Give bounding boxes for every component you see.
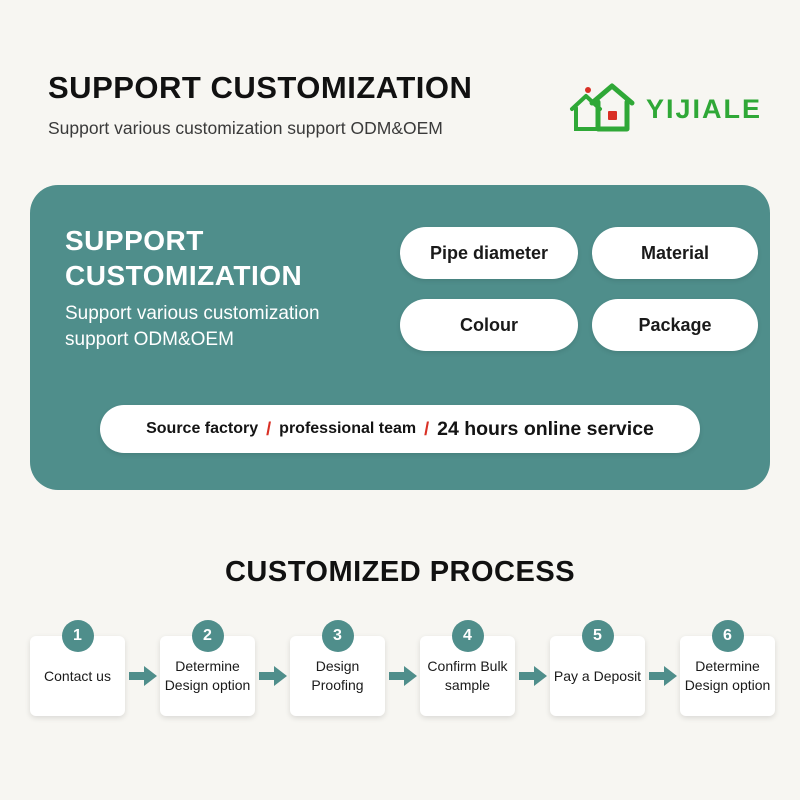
brand-name: YIJIALE	[646, 93, 763, 124]
process-step-1: 1 Contact us	[30, 620, 125, 720]
card-subtitle-line2: support ODM&OEM	[65, 328, 234, 350]
step-label: Design Proofing	[311, 658, 364, 693]
banner-separator-1: /	[266, 418, 272, 439]
card-subtitle-line1: Support various customization	[65, 303, 320, 324]
arrow-right-icon	[128, 665, 157, 720]
page-title: SUPPORT CUSTOMIZATION	[48, 70, 473, 105]
step-label: Determine Design option	[164, 658, 251, 693]
feature-pill-package: Package	[592, 299, 758, 351]
step-number-badge: 3	[321, 620, 354, 652]
banner-separator-2: /	[424, 418, 430, 439]
step-label: Confirm Bulk sample	[427, 658, 508, 693]
process-step-2: 2 Determine Design option	[160, 620, 255, 720]
step-label: Pay a Deposit	[553, 667, 642, 684]
process-title: CUSTOMIZED PROCESS	[224, 556, 576, 588]
arrow-right-icon	[388, 665, 417, 720]
feature-card: SUPPORT CUSTOMIZATION Support various cu…	[30, 185, 770, 490]
brand-logo: YIJIALE	[566, 76, 760, 142]
banner-source-factory: Source factory	[146, 420, 259, 437]
page-subtitle: Support various customization support OD…	[48, 118, 443, 138]
banner-online-service: 24 hours online service	[437, 417, 654, 440]
feature-pill-material: Material	[592, 227, 758, 279]
step-number-badge: 5	[581, 620, 614, 652]
card-title-line1: SUPPORT	[65, 225, 204, 256]
step-label: Determine Design option	[684, 658, 771, 693]
process-flow: 1 Contact us 2 Determine Design option 3…	[30, 620, 775, 720]
process-step-4: 4 Confirm Bulk sample	[420, 620, 515, 720]
card-title: SUPPORT CUSTOMIZATION	[65, 223, 302, 293]
feature-pill-colour: Colour	[400, 299, 578, 351]
arrow-right-icon	[648, 665, 677, 720]
step-number-badge: 4	[451, 620, 484, 652]
house-icon	[566, 77, 644, 142]
arrow-right-icon	[518, 665, 547, 720]
step-number-badge: 1	[61, 620, 94, 652]
process-step-3: 3 Design Proofing	[290, 620, 385, 720]
step-label: Contact us	[44, 667, 111, 684]
arrow-right-icon	[258, 665, 287, 720]
card-title-line2: CUSTOMIZATION	[65, 260, 303, 291]
process-step-6: 6 Determine Design option	[680, 620, 775, 720]
banner-professional-team: professional team	[279, 420, 417, 437]
process-step-5: 5 Pay a Deposit	[550, 620, 645, 720]
step-number-badge: 6	[711, 620, 744, 652]
step-number-badge: 2	[191, 620, 224, 652]
step-card: Confirm Bulk sample	[420, 636, 515, 716]
card-subtitle: Support various customization support OD…	[65, 301, 320, 352]
feature-pill-pipe-diameter: Pipe diameter	[400, 227, 578, 279]
service-banner: Source factory / professional team / 24 …	[100, 405, 700, 453]
